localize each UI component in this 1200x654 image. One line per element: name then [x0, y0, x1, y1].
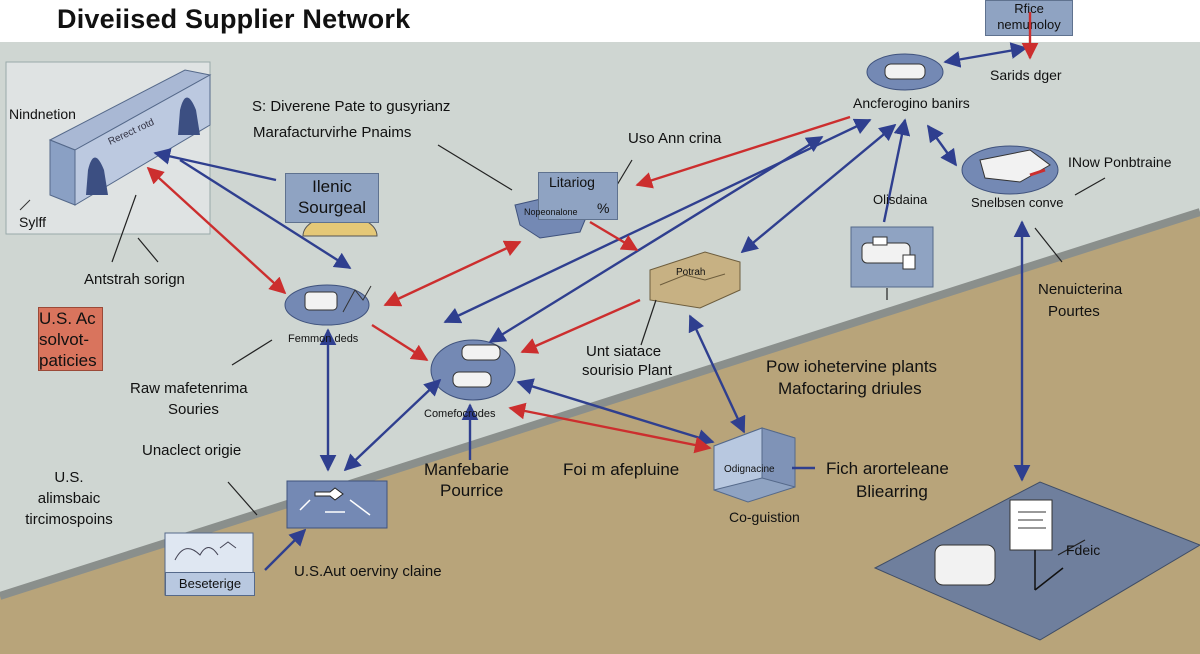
- label-diverene-line1: S: Diverene Pate to gusyrianz: [252, 98, 451, 115]
- label-nindnetion: Nindnetion: [9, 106, 76, 122]
- label-fdeic: Fdeic: [1066, 542, 1101, 558]
- top-right-box-line1: Rfice: [1014, 1, 1044, 16]
- label-diverene-line2: Marafacturvirhe Pnaims: [253, 124, 412, 141]
- box-litariog: Litariog %: [538, 172, 618, 220]
- arrow-blue-4: [343, 378, 442, 472]
- car-icon-upper: [461, 344, 501, 361]
- facility-structure: Rerect rotd: [5, 61, 212, 235]
- box-illenic-line2: Sourgeal: [297, 198, 367, 217]
- sign-icon: [1009, 499, 1053, 551]
- badge-us-ac-line1: U.S. Ac: [39, 309, 96, 328]
- label-us-alimsbaic-line3: tircimospoins: [25, 511, 113, 528]
- label-potrah: Potrah: [676, 267, 706, 278]
- label-nenuicterina: Nenuicterina: [1038, 281, 1123, 298]
- label-raw-line1: Raw mafetenrima: [130, 380, 248, 397]
- label-pourtes: Pourtes: [1048, 303, 1100, 320]
- suv-icon: [934, 544, 996, 586]
- label-odignacine: Odignacine: [724, 464, 775, 475]
- car-icon: [304, 291, 338, 311]
- label-uso-ann-crina: Uso Ann crina: [628, 130, 722, 147]
- arrow-red-6: [635, 115, 851, 189]
- label-manfebarie: Manfebarie: [424, 460, 510, 479]
- arrow-red-2: [383, 240, 522, 307]
- arrow-red-4: [520, 298, 641, 354]
- label-us-alimsbaic: U.S. alimsbaic tircimospoins: [14, 467, 124, 530]
- label-pow-plants: Pow iohetervine plants: [766, 357, 938, 376]
- red-arrows: [146, 12, 1039, 454]
- node-comefocrodes: [430, 339, 516, 401]
- page-title: Diveiised Supplier Network: [57, 4, 411, 34]
- arrow-blue-11: [740, 123, 897, 254]
- label-co-guistion: Co-guistion: [729, 509, 800, 525]
- label-us-alimsbaic-line2: alimsbaic: [37, 490, 101, 507]
- leader-lines: [111, 144, 1106, 556]
- arrow-blue-6: [264, 528, 307, 571]
- node-snelbsen: [961, 145, 1059, 195]
- label-ancferogino: Ancferogino banirs: [853, 95, 970, 111]
- arrow-blue-10: [688, 314, 746, 434]
- label-unt-siatace: Unt siatace: [586, 343, 662, 360]
- arrow-red-3: [371, 323, 429, 362]
- label-femmon-deds: Femmon deds: [288, 333, 359, 345]
- badge-us-ac-line3: paticies: [39, 351, 97, 370]
- car-icon-lower: [452, 371, 492, 388]
- label-foi-mafepluine: Foi m afepluine: [563, 460, 680, 479]
- label-comefocrodes: Comefocrodes: [424, 408, 496, 420]
- label-beseterige: Beseterige: [165, 572, 255, 596]
- node-panel-bottom: [286, 480, 388, 529]
- label-pourrice: Pourrice: [440, 481, 504, 500]
- label-raw-line2: Souries: [168, 401, 219, 418]
- label-unaclect-origie: Unaclect origie: [142, 442, 242, 459]
- arrow-red-7: [508, 402, 712, 454]
- arrow-blue-12: [882, 118, 911, 223]
- label-antstrah-sorign: Antstrah sorign: [84, 271, 185, 288]
- badge-us-ac-line2: solvot-: [39, 330, 90, 349]
- node-parking-lot: [873, 481, 1200, 641]
- node-femmon-deds: [284, 284, 372, 326]
- label-mafoctaring: Mafoctaring driules: [778, 379, 922, 398]
- label-us-aut: U.S.Aut oerviny claine: [294, 563, 442, 580]
- label-fich-line1: Fich arorteleane: [826, 459, 949, 478]
- label-olisdaina: Olisdaina: [873, 192, 928, 207]
- label-sarids-dger: Sarids dger: [990, 67, 1062, 83]
- node-ancferogino: [866, 53, 944, 91]
- node-odignacine: [713, 427, 796, 503]
- label-us-alimsbaic-line1: U.S.: [54, 469, 84, 486]
- blue-arrows: [153, 42, 1031, 571]
- arrow-red-5: [589, 220, 639, 252]
- label-sylff: Sylff: [19, 214, 46, 230]
- label-nopeonalone: Nopeonalone: [524, 207, 578, 217]
- node-olisdaina: [850, 226, 934, 288]
- arrow-blue-13: [927, 124, 957, 167]
- car-icon: [884, 63, 926, 80]
- box-illenic-line1: Ilenic: [312, 177, 352, 196]
- arrow-red-1: [146, 166, 287, 295]
- arrow-blue-9: [516, 378, 715, 446]
- box-illenic: Ilenic Sourgeal: [285, 173, 379, 223]
- label-sourisio-plant: sourisio Plant: [582, 362, 673, 379]
- box-litariog-label: Litariog: [549, 174, 595, 190]
- label-inow-ponbtraine: INow Ponbtraine: [1068, 154, 1172, 170]
- arrow-blue-14: [943, 42, 1028, 68]
- label-fich-line2: Bliearring: [856, 482, 928, 501]
- badge-us-ac: U.S. Ac solvot- paticies: [38, 307, 103, 371]
- label-snelbsen-conve: Snelbsen conve: [971, 195, 1064, 210]
- arrow-blue-8: [488, 135, 824, 344]
- box-litariog-pct: %: [597, 200, 610, 216]
